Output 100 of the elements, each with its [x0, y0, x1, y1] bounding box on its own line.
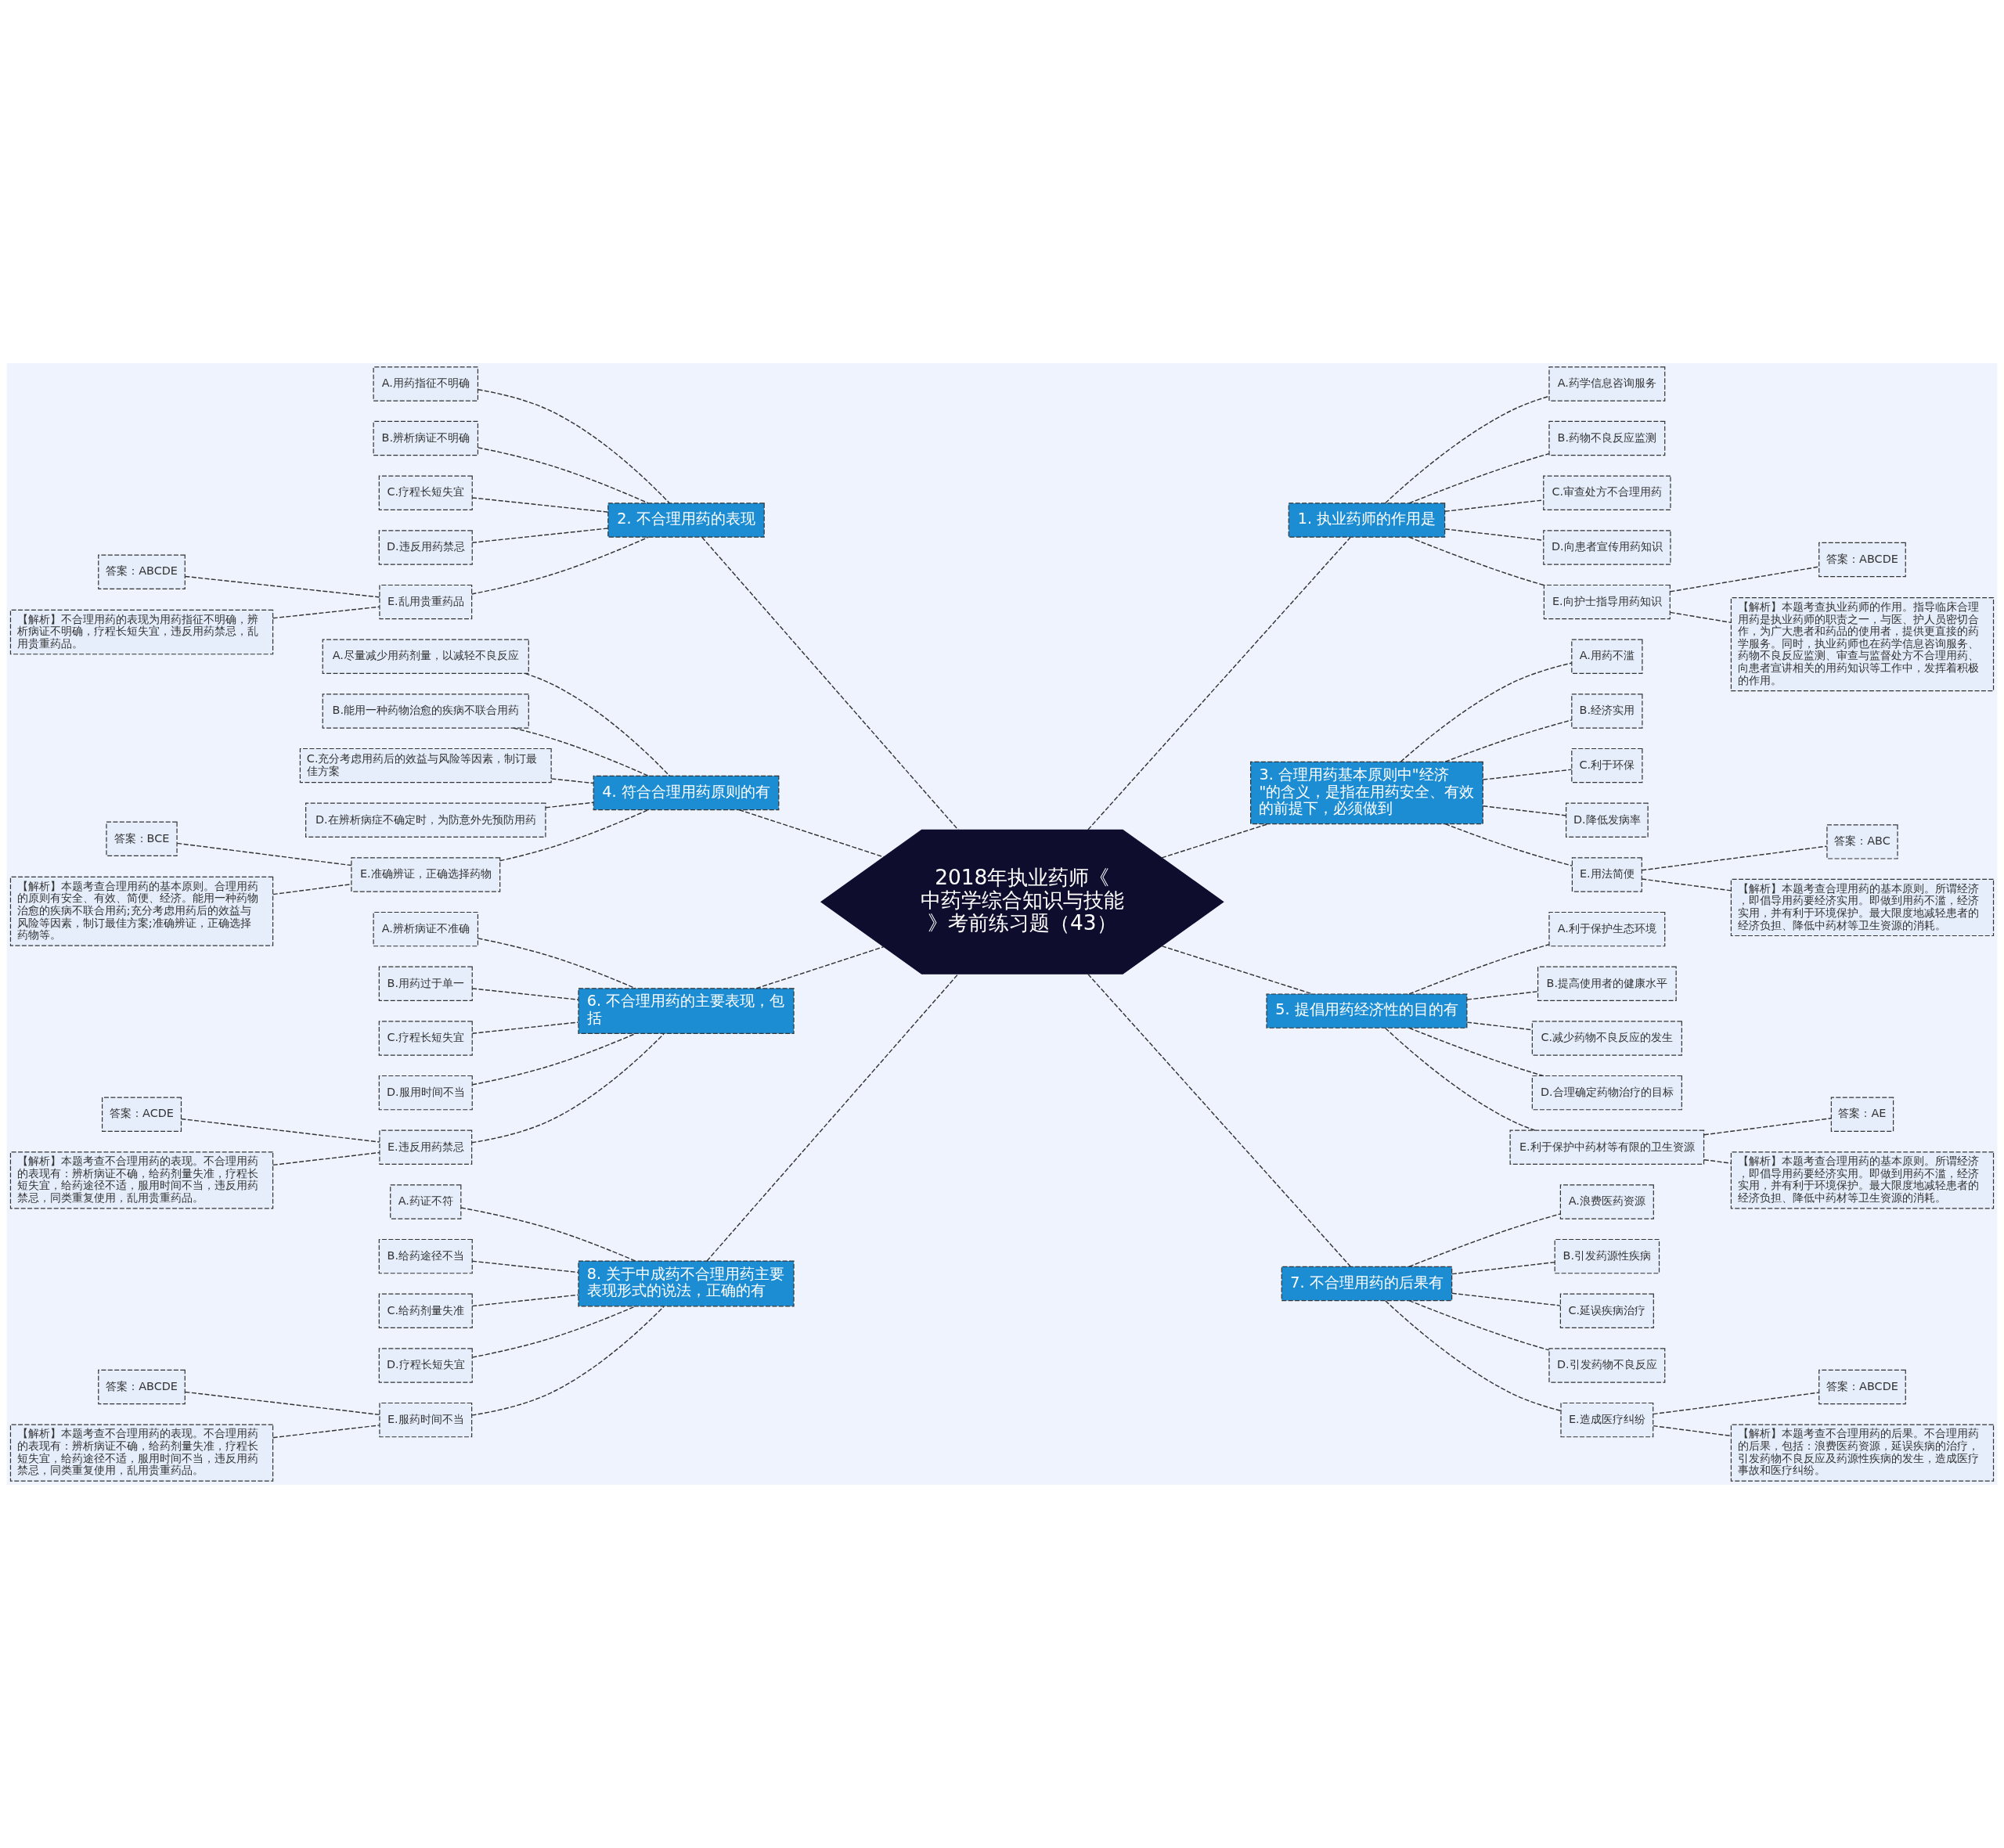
connector	[1444, 528, 1544, 541]
connector	[550, 778, 594, 784]
node-box: A.尽量减少用药剂量，以减轻不良反应	[322, 639, 529, 674]
connector	[1385, 395, 1550, 504]
connector	[478, 389, 671, 504]
node-box: B.用药过于单一	[378, 966, 473, 1001]
connector	[1408, 943, 1550, 995]
connector	[738, 809, 885, 858]
connector	[1653, 1425, 1732, 1437]
node-box: D.服用时间不当	[378, 1075, 473, 1111]
node-box: B.辨析病证不明确	[373, 420, 479, 456]
node-box: E.乱用贵重药品	[379, 584, 473, 620]
connector	[477, 938, 636, 989]
connector	[1408, 1027, 1544, 1077]
connector	[184, 1391, 380, 1416]
connector	[1466, 1021, 1533, 1031]
node-box: 1. 执业药师的作用是	[1288, 503, 1446, 538]
node-box: 【解析】本题考查不合理用药的后果。不合理用药的后果，包括：浪费医药资源，延误疾病的治疗，引发药物不良反应及药源性疾病的发生，造成医疗事故和医疗纠纷。	[1730, 1424, 1995, 1482]
node-box: E.准确辨证，正确选择药物	[351, 857, 501, 892]
connector	[1408, 452, 1550, 504]
node-box: A.用药指征不明确	[373, 366, 479, 402]
node-box: C.给药剂量失准	[378, 1293, 473, 1328]
connector	[1400, 662, 1573, 762]
connector	[1669, 566, 1820, 593]
node-box: 答案：ABCDE	[1818, 542, 1906, 578]
connector	[499, 809, 649, 862]
node-box: A.用药不滥	[1571, 639, 1643, 674]
node-box: 8. 关于中成药不合理用药主要表现形式的说法，正确的有	[578, 1260, 795, 1307]
connector	[1444, 823, 1573, 866]
connector	[471, 1021, 579, 1034]
connector	[1482, 805, 1567, 816]
node-box: D.降低发病率	[1566, 802, 1649, 838]
connector	[524, 672, 671, 776]
connector	[701, 536, 959, 831]
connector	[1641, 878, 1732, 892]
node-box: A.利于保护生态环境	[1548, 911, 1666, 947]
node-box: E.向护士指导用药知识	[1543, 584, 1671, 620]
node-box: C.延误疾病治疗	[1559, 1293, 1654, 1328]
node-box: C.疗程长短失宜	[378, 475, 473, 510]
connector	[1451, 1261, 1555, 1275]
connector	[471, 1294, 579, 1307]
connector	[470, 536, 649, 595]
connector	[471, 1306, 665, 1416]
node-box: 答案：BCE	[106, 821, 178, 856]
connector	[1653, 1392, 1820, 1415]
node-box: A.浪费医药资源	[1559, 1184, 1654, 1219]
connector	[1408, 1299, 1550, 1351]
node-box: A.药学信息咨询服务	[1548, 366, 1666, 402]
node-box: E.用法简便	[1571, 857, 1642, 892]
node-box: C.充分考虑用药后的效益与风险等因素，制订最佳方案	[299, 747, 552, 784]
connector	[176, 842, 352, 866]
connector	[272, 606, 380, 619]
connector	[545, 802, 594, 809]
node-box: D.向患者宣传用药知识	[1543, 530, 1671, 565]
connector	[471, 1260, 579, 1273]
node-box: 【解析】本题考查执业药师的作用。指导临床合理用药是执业药师的职责之一，与医、护人员密切合作，为广大患者和药品的使用者，提供更直接的药学服务。同时，执业药师也在药学信息咨询服务、药物不良反应监测、审查与监督处方不合理用药、向患者宣讲相关的用药知识等工作中，发挥着积极的作用。	[1730, 597, 1995, 692]
node-box: A.药证不符	[390, 1184, 462, 1219]
connector	[1408, 1213, 1562, 1267]
connector	[471, 528, 609, 543]
node-box: 【解析】本题考查不合理用药的表现。不合理用药的表现有：辨析病证不确，给药剂量失准，疗程长短失宜，给药途径不适，服用时间不当，违反用药禁忌，同类重复使用，乱用贵重药品。	[9, 1424, 274, 1482]
node-box: E.服药时间不当	[379, 1402, 473, 1438]
node-box: B.能用一种药物治愈的疾病不联合用药	[322, 693, 529, 729]
node-box: 【解析】本题考查合理用药的基本原则。所谓经济，即倡导用药要经济实用。即做到用药不滥，经济实用，并有利于环境保护。最大限度地减轻患者的经济负担、降低中药材等卫生资源的消耗。	[1730, 1151, 1995, 1209]
node-box: C.利于环保	[1571, 747, 1643, 784]
node-box: 答案：ABCDE	[1818, 1369, 1906, 1405]
connector	[460, 1207, 636, 1262]
connector	[1669, 611, 1732, 624]
connector	[706, 973, 959, 1262]
node-box: 【解析】本题考查合理用药的基本原则。合理用药的原则有安全、有效、简便、经济。能用一种药物治愈的疾病不联合用药;充分考虑用药后的效益与风险等因素，制订最佳方案;准确辨证，正确选择药物等。	[9, 876, 274, 946]
node-box: B.经济实用	[1571, 693, 1643, 729]
node-box: B.提高使用者的健康水平	[1537, 966, 1677, 1001]
node-box: C.疗程长短失宜	[378, 1021, 473, 1056]
node-box: 【解析】不合理用药的表现为用药指征不明确，辨析病证不明确，疗程长短失宜，违反用药禁忌，乱用贵重药品。	[9, 609, 274, 655]
node-box: D.引发药物不良反应	[1548, 1348, 1666, 1383]
node-box: B.给药途径不当	[378, 1238, 473, 1274]
node-box: 答案：ACDE	[101, 1097, 182, 1132]
connector	[471, 497, 609, 513]
node-box: 【解析】本题考查不合理用药的表现。不合理用药的表现有：辨析病证不确，给药剂量失准，疗程长短失宜，给药途径不适，服用时间不当，违反用药禁忌，同类重复使用，乱用贵重药品。	[9, 1151, 274, 1209]
connector	[272, 1151, 380, 1166]
connector	[1444, 719, 1573, 762]
node-box: 【解析】本题考查合理用药的基本原则。所谓经济，即倡导用药要经济实用。即做到用药不滥，经济实用，并有利于环境保护。最大限度地减轻患者的经济负担、降低中药材等卫生资源的消耗。	[1730, 878, 1995, 937]
connector	[1087, 973, 1351, 1267]
connector	[1408, 536, 1544, 586]
connector	[1641, 845, 1828, 871]
node-box: D.合理确定药物治疗的目标	[1531, 1075, 1682, 1111]
node-box: 3. 合理用药基本原则中"经济"的含义，是指在用药安全、有效的前提下，必须做到	[1250, 761, 1483, 825]
connector	[1161, 823, 1269, 859]
connector	[1385, 1027, 1536, 1131]
node-box: 答案：ABCDE	[98, 554, 186, 589]
connector	[1444, 499, 1544, 512]
connector	[1451, 1292, 1561, 1306]
node-box: D.违反用药禁忌	[378, 530, 473, 565]
connector	[1703, 1159, 1732, 1164]
node-box: 答案：ABC	[1826, 824, 1898, 859]
connector	[272, 1425, 380, 1439]
node-box: B.引发药源性疾病	[1554, 1238, 1660, 1274]
node-box: 6. 不合理用药的主要表现，包括	[578, 988, 795, 1035]
connector	[1703, 1118, 1832, 1136]
node-box: 答案：ABCDE	[98, 1369, 186, 1405]
node-box: C.减少药物不良反应的发生	[1531, 1021, 1682, 1056]
